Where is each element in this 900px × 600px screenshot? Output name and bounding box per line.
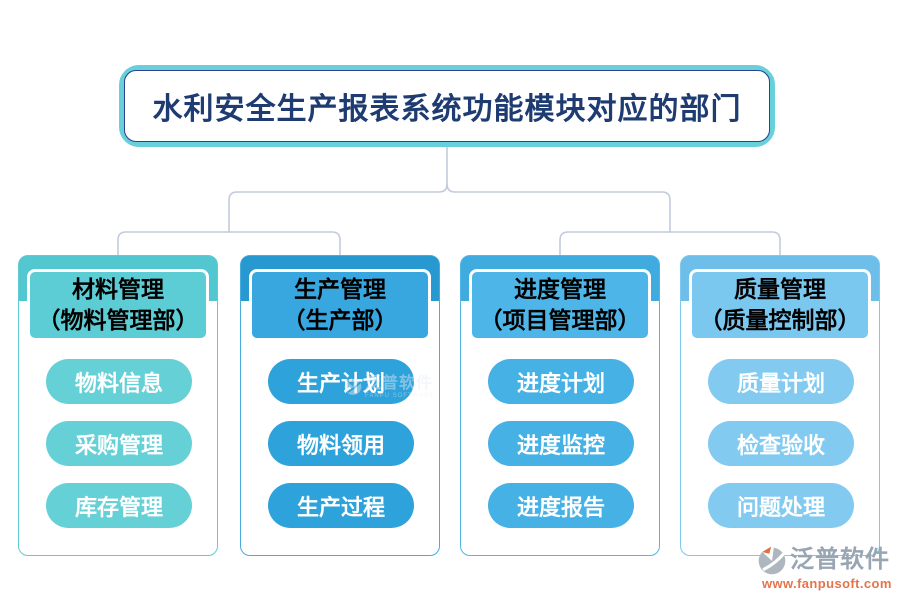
module-pill: 问题处理: [708, 483, 854, 528]
column-header: 进度管理 （项目管理部）: [469, 269, 651, 341]
module-pill: 物料领用: [268, 421, 414, 466]
diagram-title: 水利安全生产报表系统功能模块对应的部门: [152, 93, 742, 126]
module-pill: 物料信息: [46, 359, 192, 404]
column-title: 生产管理: [294, 277, 386, 302]
column-quality-management: 质量管理 （质量控制部） 质量计划 检查验收 问题处理: [680, 255, 880, 556]
column-title: 质量管理: [734, 277, 826, 302]
column-progress-management: 进度管理 （项目管理部） 进度计划 进度监控 进度报告: [460, 255, 660, 556]
module-pill: 进度计划: [488, 359, 634, 404]
module-pill: 生产过程: [268, 483, 414, 528]
column-department: （生产部）: [282, 308, 398, 333]
module-pill: 进度监控: [488, 421, 634, 466]
diagram-title-box: 水利安全生产报表系统功能模块对应的部门: [119, 65, 775, 147]
column-department: （质量控制部）: [699, 308, 861, 333]
module-pill: 质量计划: [708, 359, 854, 404]
module-pill: 采购管理: [46, 421, 192, 466]
module-pill: 生产计划: [268, 359, 414, 404]
column-header: 材料管理 （物料管理部）: [27, 269, 209, 341]
column-title: 材料管理: [72, 277, 164, 302]
column-department: （项目管理部）: [479, 308, 641, 333]
column-header: 质量管理 （质量控制部）: [689, 269, 871, 341]
logo-name: 泛普软件: [790, 546, 890, 573]
logo-url: www.fanpusoft.com: [762, 576, 892, 591]
fanpu-logo-icon: [758, 546, 786, 575]
column-production-management: 生产管理 （生产部） 生产计划 物料领用 生产过程: [240, 255, 440, 556]
module-pill: 检查验收: [708, 421, 854, 466]
fanpu-logo: 泛普软件 www.fanpusoft.com: [756, 544, 892, 590]
module-pill: 进度报告: [488, 483, 634, 528]
column-department: （物料管理部）: [37, 308, 199, 333]
module-pill: 库存管理: [46, 483, 192, 528]
column-material-management: 材料管理 （物料管理部） 物料信息 采购管理 库存管理: [18, 255, 218, 556]
column-title: 进度管理: [514, 277, 606, 302]
column-header: 生产管理 （生产部）: [249, 269, 431, 341]
